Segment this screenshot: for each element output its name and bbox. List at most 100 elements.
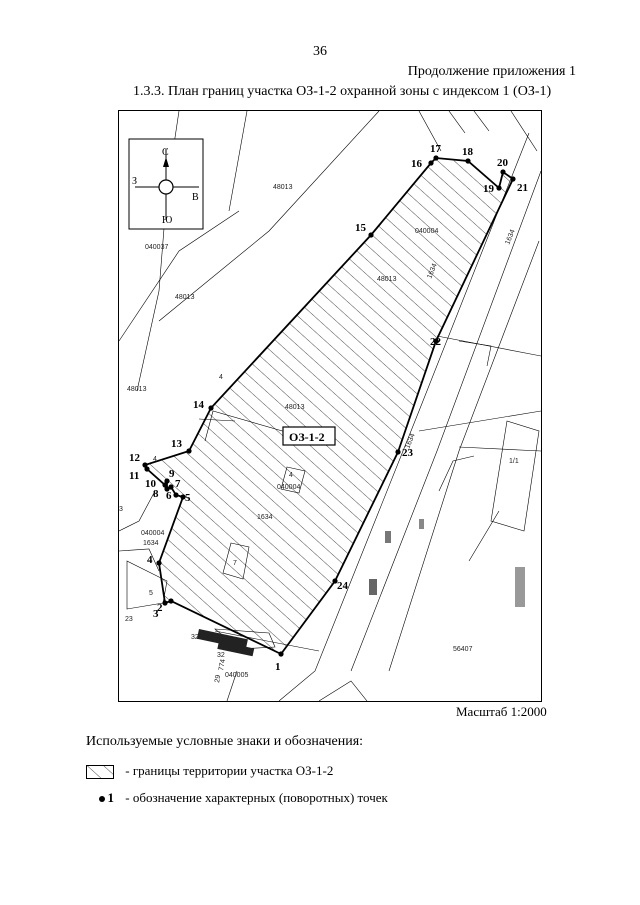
cadastral-label: 1634	[504, 229, 516, 246]
boundary-point-label: 2	[157, 602, 163, 614]
cadastral-label: 48013	[377, 276, 397, 283]
legend-points-row: 1 - обозначение характерных (поворотных)…	[86, 790, 388, 806]
cadastral-label: 29	[214, 674, 222, 683]
cadastral-label: 040005	[225, 672, 248, 679]
legend-boundary-row: - границы территории участка ОЗ-1-2	[86, 763, 334, 780]
boundary-point-label: 17	[430, 143, 442, 155]
cadastral-label: 48013	[285, 404, 305, 411]
cadastral-label: 7	[233, 560, 237, 567]
cadastral-label: 48013	[127, 386, 147, 393]
boundary-point-18[interactable]	[465, 158, 471, 164]
boundary-point-20[interactable]	[500, 169, 506, 175]
boundary-point-label: 4	[147, 554, 153, 566]
boundary-point-11[interactable]	[144, 466, 150, 472]
compass-north: С	[162, 147, 169, 158]
boundary-point-4[interactable]	[156, 560, 162, 566]
boundary-point-5[interactable]	[180, 494, 186, 500]
boundary-point-label: 15	[355, 222, 367, 234]
zone-label-box: ОЗ-1-2	[282, 426, 336, 446]
compass-west: З	[132, 176, 137, 187]
cadastral-label: 23	[125, 616, 133, 623]
boundary-point-label: 6	[166, 490, 172, 502]
cadastral-label: 5	[149, 590, 153, 597]
boundary-point-14[interactable]	[208, 405, 214, 411]
boundary-point-label: 13	[171, 438, 183, 450]
boundary-point-22[interactable]	[433, 338, 439, 344]
cadastral-label: 1/1	[509, 458, 519, 465]
cadastral-label: 774	[218, 659, 227, 672]
boundary-point-label: 19	[483, 183, 495, 195]
cadastral-label: 3	[119, 506, 123, 513]
cadastral-label: 1634	[143, 540, 159, 547]
boundary-point-1[interactable]	[278, 651, 284, 657]
cadastral-labels: 48013 040037 48013 48013 040004 48013 4 …	[119, 184, 519, 683]
boundary-map[interactable]: С Ю З В 48013 040037 48013 48013 040004 …	[118, 110, 542, 702]
cadastral-label: 56407	[453, 646, 473, 653]
cadastral-label: 1634	[257, 514, 273, 521]
legend-boundary-text: - границы территории участка ОЗ-1-2	[125, 763, 334, 778]
hatch-swatch-icon	[86, 765, 114, 780]
cadastral-label: 4	[153, 456, 157, 463]
cadastral-label: 4	[289, 472, 293, 479]
cadastral-label: 32	[217, 652, 225, 659]
boundary-point-label: 3	[153, 608, 159, 620]
cadastral-label: 48013	[273, 184, 293, 191]
boundary-point-16[interactable]	[428, 160, 434, 166]
zone-label: ОЗ-1-2	[289, 430, 325, 444]
boundary-point-6[interactable]	[173, 492, 179, 498]
plan-title: 1.3.3. План границ участка ОЗ-1-2 охранн…	[133, 84, 552, 99]
compass-east: В	[192, 192, 199, 203]
legend-points-text: - обозначение характерных (поворотных) т…	[125, 790, 388, 805]
cadastral-label: 4	[219, 374, 223, 381]
boundary-point-2[interactable]	[168, 598, 174, 604]
boundary-point-label: 10	[145, 478, 157, 490]
boundary-point-label: 20	[497, 157, 509, 169]
boundary-point-3[interactable]	[162, 600, 168, 606]
boundary-point-label: 22	[430, 336, 442, 348]
cadastral-label: 32	[191, 634, 199, 641]
point-dot-icon	[98, 796, 105, 803]
cadastral-label: 040004	[415, 228, 438, 235]
boundary-point-label: 12	[129, 452, 141, 464]
boundary-point-17[interactable]	[433, 155, 439, 161]
boundary-point-19[interactable]	[496, 185, 502, 191]
boundary-point-label: 1	[275, 661, 281, 673]
boundary-point-21[interactable]	[510, 176, 516, 182]
boundary-point-9[interactable]	[164, 478, 170, 484]
boundary-point-24[interactable]	[332, 578, 338, 584]
boundary-point-label: 7	[175, 478, 181, 490]
boundary-point-10[interactable]	[162, 482, 168, 488]
boundary-point-label: 16	[411, 158, 423, 170]
boundary-point-label: 24	[337, 580, 349, 592]
cadastral-label: 48013	[175, 294, 195, 301]
page-number: 36	[313, 44, 327, 59]
cadastral-label: 040004	[141, 530, 164, 537]
boundary-point-label: 8	[153, 488, 159, 500]
building-shading	[196, 519, 525, 657]
point-marker-sample: 1	[86, 790, 114, 806]
boundary-point-7[interactable]	[168, 484, 174, 490]
boundary-point-23[interactable]	[395, 449, 401, 455]
boundary-point-label: 23	[402, 447, 414, 459]
cadastral-label: 040004	[277, 484, 300, 491]
boundary-point-12[interactable]	[142, 462, 148, 468]
boundary-point-15[interactable]	[368, 232, 374, 238]
compass-rose: С Ю З В	[128, 138, 204, 230]
boundary-point-label: 9	[169, 468, 175, 480]
legend-title: Используемые условные знаки и обозначени…	[86, 734, 364, 749]
map-scale: Масштаб 1:2000	[456, 704, 547, 719]
boundary-point-label: 21	[517, 182, 528, 194]
boundary-point-label: 18	[462, 146, 474, 158]
cadastral-label: 040037	[145, 244, 168, 251]
continuation-note: Продолжение приложения 1	[407, 64, 576, 79]
map-canvas: С Ю З В 48013 040037 48013 48013 040004 …	[119, 111, 541, 701]
compass-south: Ю	[162, 215, 172, 226]
boundary-point-label: 11	[129, 470, 139, 482]
boundary-point-8[interactable]	[164, 486, 170, 492]
legend-point-sample: 1	[107, 790, 115, 805]
boundary-point-label: 14	[193, 399, 205, 411]
north-arrow-icon	[163, 157, 169, 167]
boundary-point-13[interactable]	[186, 448, 192, 454]
boundary-point-label: 5	[185, 492, 191, 504]
